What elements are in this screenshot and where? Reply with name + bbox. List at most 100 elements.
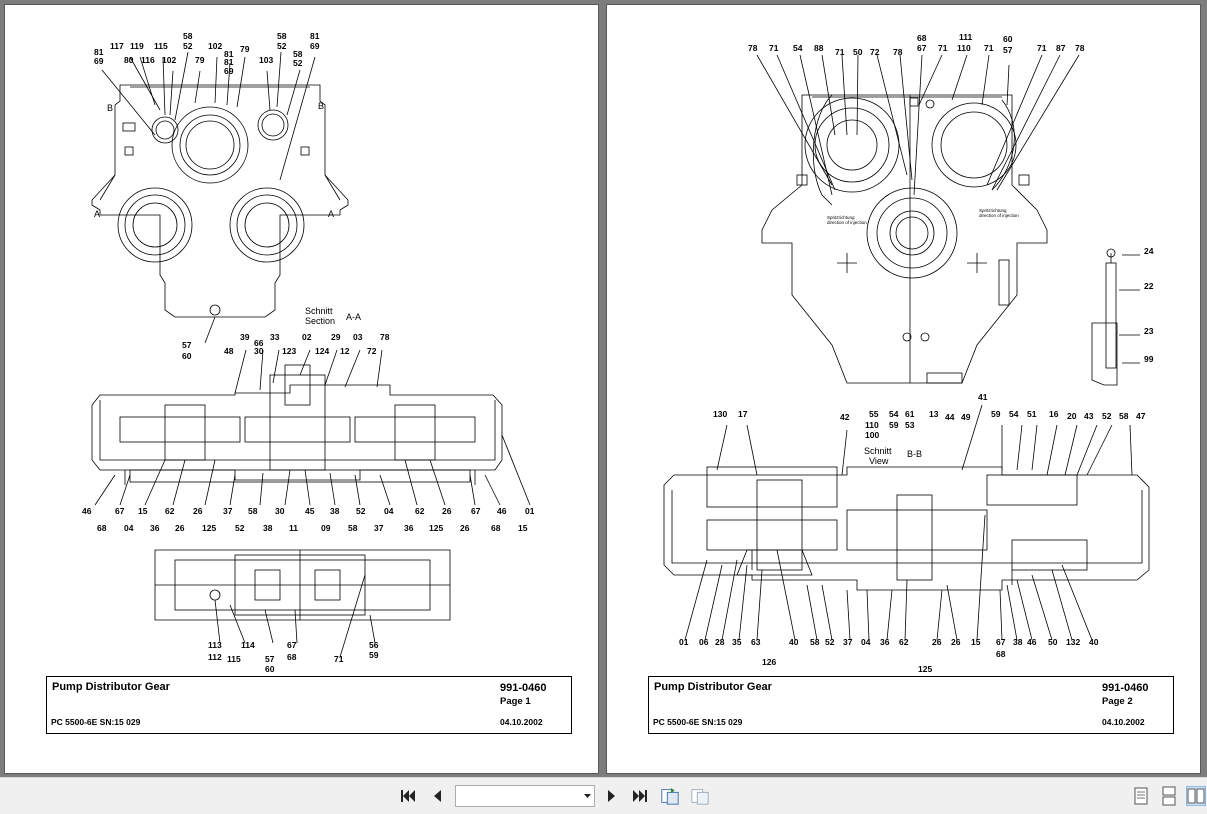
svg-text:62: 62: [165, 506, 175, 516]
svg-text:58: 58: [248, 506, 258, 516]
svg-text:36: 36: [150, 523, 160, 533]
two-page-view-button[interactable]: [1186, 786, 1206, 806]
section-marker-b-left: B: [107, 103, 113, 113]
svg-text:37: 37: [843, 637, 853, 647]
svg-text:04: 04: [384, 506, 394, 516]
prev-page-icon: [434, 790, 441, 802]
svg-text:41: 41: [978, 392, 988, 402]
svg-text:55: 55: [869, 409, 879, 419]
section-word-en: Section: [305, 316, 335, 326]
section-marker-a-left: A: [94, 209, 100, 219]
svg-text:71: 71: [769, 43, 779, 53]
svg-text:51: 51: [1027, 409, 1037, 419]
svg-text:60: 60: [1003, 34, 1013, 44]
svg-text:54: 54: [1009, 409, 1019, 419]
svg-text:49: 49: [961, 412, 971, 422]
svg-text:58: 58: [277, 31, 287, 41]
first-page-icon: [401, 790, 415, 802]
first-page-button[interactable]: [398, 786, 418, 806]
svg-text:125: 125: [918, 664, 932, 674]
svg-text:132: 132: [1066, 637, 1080, 647]
view-id: B-B: [907, 449, 922, 459]
svg-text:58: 58: [1119, 411, 1129, 421]
svg-text:15: 15: [518, 523, 528, 533]
svg-text:81: 81: [224, 49, 234, 59]
svg-text:59: 59: [991, 409, 1001, 419]
svg-text:50: 50: [853, 47, 863, 57]
injection-note-de-left: Spritzrichtung: [827, 215, 855, 220]
svg-text:81: 81: [94, 47, 104, 57]
machine-model: PC 5500-6E SN:15 029: [653, 717, 743, 727]
svg-text:102: 102: [208, 41, 222, 51]
page-select[interactable]: [455, 785, 595, 807]
title-block: Pump Distributor Gear PC 5500-6E SN:15 0…: [648, 676, 1174, 734]
svg-text:71: 71: [334, 654, 344, 664]
svg-text:67: 67: [996, 637, 1006, 647]
prev-page-button[interactable]: [427, 786, 447, 806]
last-page-icon: [633, 790, 647, 802]
svg-text:01: 01: [525, 506, 535, 516]
svg-text:47: 47: [1136, 411, 1146, 421]
svg-text:68: 68: [287, 652, 297, 662]
svg-text:02: 02: [302, 332, 312, 342]
go-forward-view-button[interactable]: [690, 786, 710, 806]
svg-text:124: 124: [315, 346, 329, 356]
svg-text:111: 111: [959, 32, 973, 42]
document-number: 991-0460: [1102, 682, 1149, 694]
svg-text:26: 26: [932, 637, 942, 647]
svg-text:38: 38: [263, 523, 273, 533]
view-word-en: View: [869, 456, 889, 466]
svg-text:26: 26: [951, 637, 961, 647]
drawing-title: Pump Distributor Gear: [654, 681, 772, 693]
svg-text:11: 11: [289, 523, 298, 533]
drawing-title: Pump Distributor Gear: [52, 681, 170, 693]
forward-view-icon: [691, 789, 709, 805]
svg-text:35: 35: [732, 637, 742, 647]
single-page-view-button[interactable]: [1131, 786, 1151, 806]
svg-text:39: 39: [240, 332, 250, 342]
svg-text:50: 50: [1048, 637, 1058, 647]
svg-text:04: 04: [861, 637, 871, 647]
last-page-button[interactable]: [630, 786, 650, 806]
svg-text:53: 53: [905, 420, 915, 430]
svg-text:04: 04: [124, 523, 134, 533]
svg-text:62: 62: [899, 637, 909, 647]
svg-text:80: 80: [124, 55, 134, 65]
chevron-down-icon: [584, 794, 591, 798]
svg-text:67: 67: [287, 640, 297, 650]
svg-text:54: 54: [889, 409, 899, 419]
svg-text:15: 15: [138, 506, 148, 516]
svg-text:57: 57: [265, 654, 275, 664]
svg-text:42: 42: [840, 412, 850, 422]
back-view-icon: [661, 787, 679, 805]
svg-text:110: 110: [957, 43, 971, 53]
svg-text:63: 63: [751, 637, 761, 647]
continuous-view-button[interactable]: [1159, 786, 1179, 806]
svg-text:61: 61: [905, 409, 915, 419]
svg-text:37: 37: [223, 506, 233, 516]
svg-text:56: 56: [369, 640, 379, 650]
svg-text:68: 68: [917, 33, 927, 43]
svg-text:06: 06: [699, 637, 709, 647]
svg-text:20: 20: [1067, 411, 1077, 421]
svg-text:57: 57: [1003, 45, 1013, 55]
svg-text:66: 66: [254, 338, 264, 348]
next-page-button[interactable]: [602, 786, 622, 806]
svg-text:33: 33: [270, 332, 280, 342]
svg-text:23: 23: [1144, 326, 1154, 336]
svg-text:38: 38: [1013, 637, 1023, 647]
svg-text:36: 36: [880, 637, 890, 647]
svg-text:43: 43: [1084, 411, 1094, 421]
go-back-view-button[interactable]: [660, 786, 680, 806]
svg-text:87: 87: [1056, 43, 1066, 53]
svg-text:78: 78: [1075, 43, 1085, 53]
svg-text:99: 99: [1144, 354, 1154, 364]
svg-text:52: 52: [183, 41, 193, 51]
page-label: Page 2: [1102, 696, 1133, 707]
next-page-icon: [608, 790, 615, 802]
svg-text:126: 126: [762, 657, 776, 667]
svg-text:52: 52: [235, 523, 245, 533]
